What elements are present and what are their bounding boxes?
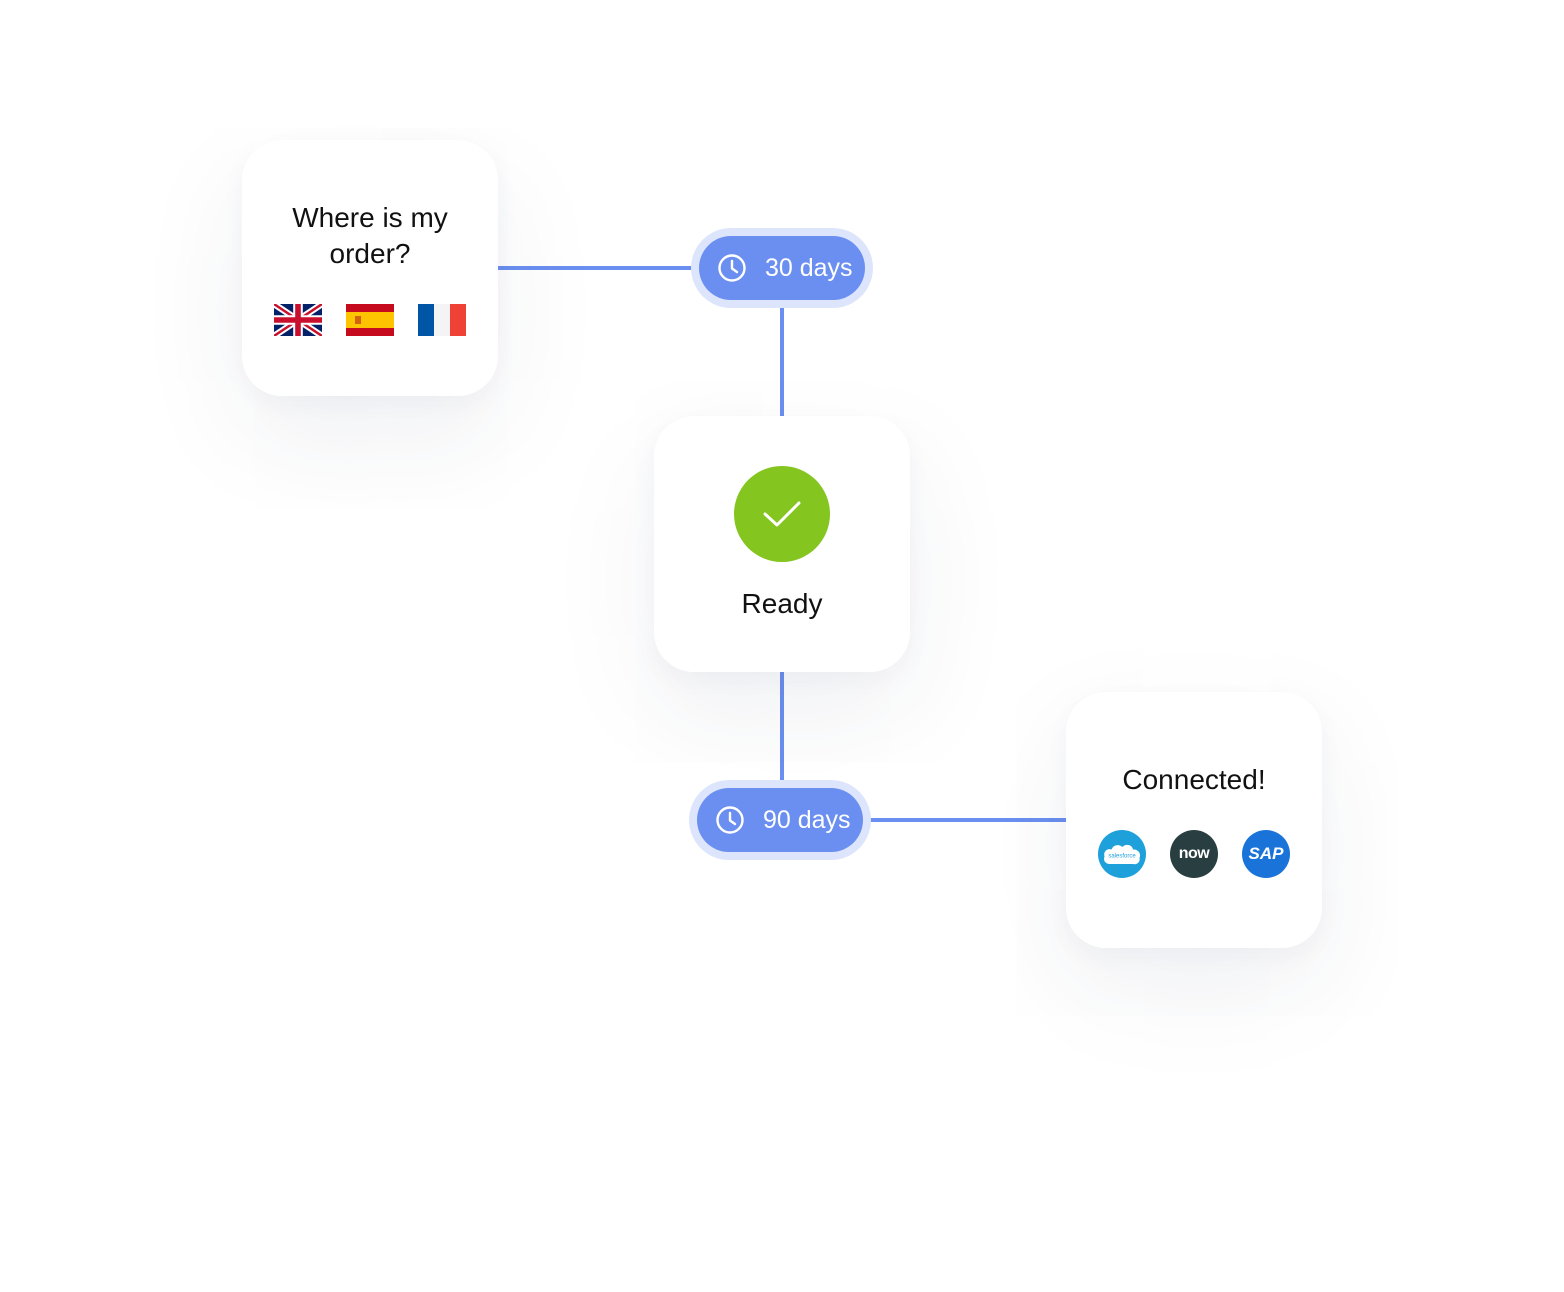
connected-card-title: Connected! [1122, 764, 1266, 795]
timer-30-days-label: 30 days [765, 253, 853, 282]
clock-icon [718, 254, 746, 282]
salesforce-logo-icon: salesforce [1098, 830, 1146, 878]
integration-logos: salesforce now SAP [1066, 830, 1322, 878]
connected-card: Connected! salesforce now SAP [1066, 692, 1322, 948]
checkmark-icon [763, 501, 801, 527]
sap-logo-icon: SAP [1242, 830, 1290, 878]
order-card-title: Where is my order? [292, 202, 448, 269]
clock-icon [716, 806, 744, 834]
timer-90-days-pill: 90 days [697, 788, 863, 852]
ready-status-badge [734, 466, 830, 562]
timer-30-days-pill: 30 days [699, 236, 865, 300]
connector-order-to-30-days [497, 266, 703, 270]
ready-card: Ready [654, 416, 910, 672]
connector-90-days-to-connected [858, 818, 1068, 822]
order-card: Where is my order? [242, 140, 498, 396]
france-flag-icon [418, 304, 466, 336]
salesforce-cloud-icon: salesforce [1104, 844, 1141, 865]
timer-30-days-halo: 30 days [691, 228, 873, 308]
connector-ready-to-90-days [780, 670, 784, 792]
connector-30-days-to-ready [780, 300, 784, 418]
servicenow-logo-icon: now [1170, 830, 1218, 878]
salesforce-logo-text: salesforce [1108, 854, 1136, 860]
ready-label: Ready [741, 588, 823, 619]
sap-logo-text: SAP [1248, 844, 1284, 863]
timer-90-days-halo: 90 days [689, 780, 871, 860]
spain-flag-icon [346, 304, 394, 336]
uk-flag-icon [274, 304, 322, 336]
language-flags [242, 304, 498, 336]
timer-90-days-label: 90 days [763, 805, 851, 834]
servicenow-logo-text: now [1178, 845, 1210, 862]
